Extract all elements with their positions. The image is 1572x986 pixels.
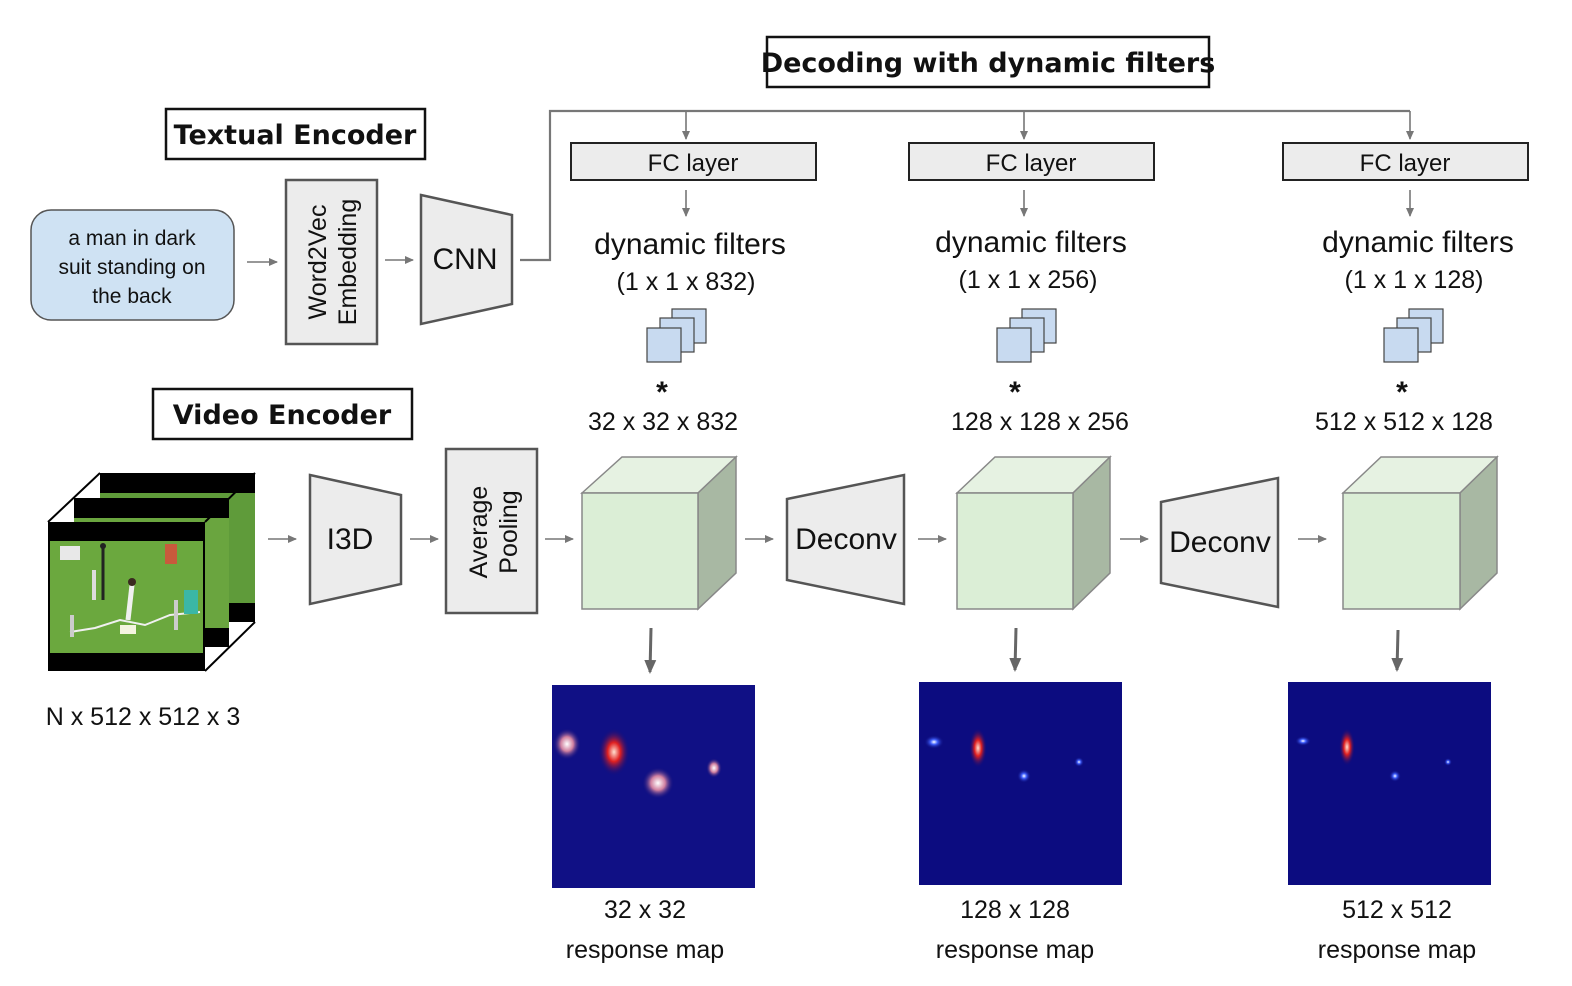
word2vec-label-2: Embedding — [334, 199, 362, 325]
text-query-line-3: the back — [92, 285, 172, 308]
textual-encoder-title-box: Textual Encoder — [164, 107, 427, 161]
dynamic-filters-label-2: dynamic filters — [935, 226, 1127, 259]
text-feature-bus — [520, 109, 1414, 262]
convolution-asterisk-3: * — [1396, 376, 1408, 409]
map-label-2: response map — [936, 936, 1094, 964]
video-encoder-title-box: Video Encoder — [151, 387, 414, 441]
deconv-block-2: Deconv — [1159, 476, 1280, 609]
feature-dims-1: 32 x 32 x 832 — [588, 408, 738, 436]
pooling-label-1: Average — [465, 486, 493, 579]
text-query-box: a man in dark suit standing on the back — [30, 209, 235, 321]
feature-cube-2 — [955, 455, 1112, 611]
deconv-label-1: Deconv — [795, 523, 897, 556]
filter-stack-icon-3 — [1383, 308, 1444, 363]
map-size-3: 512 x 512 — [1342, 896, 1452, 924]
decoder-stage-2: FC layer dynamic filters (1 x 1 x 256) *… — [908, 142, 1155, 964]
fc-layer-box-2 — [908, 142, 1155, 181]
deconv-block-1: Deconv — [785, 473, 906, 606]
feature-dims-3: 512 x 512 x 128 — [1315, 408, 1493, 436]
feature-cube-1 — [580, 455, 738, 611]
response-map-3 — [1288, 682, 1491, 885]
map-size-1: 32 x 32 — [604, 896, 686, 924]
word2vec-block: Word2Vec Embedding — [284, 178, 379, 346]
decoder-stage-1: FC layer dynamic filters (1 x 1 x 832) *… — [552, 142, 817, 964]
video-frames — [47, 472, 256, 672]
video-encoder-title: Video Encoder — [173, 400, 392, 431]
textual-encoder-title: Textual Encoder — [174, 120, 417, 151]
filters-dims-2: (1 x 1 x 256) — [959, 266, 1098, 294]
fc-layer-box-3 — [1282, 142, 1529, 181]
response-map-1 — [552, 685, 755, 888]
dynamic-filters-label-3: dynamic filters — [1322, 226, 1514, 259]
response-map-2 — [919, 682, 1122, 885]
decoder-stage-3: FC layer dynamic filters (1 x 1 x 128) *… — [1282, 142, 1529, 964]
word2vec-label-1: Word2Vec — [304, 205, 332, 320]
filter-stack-icon-2 — [996, 308, 1057, 363]
fc-layer-label-2: FC layer — [986, 150, 1077, 177]
map-size-2: 128 x 128 — [960, 896, 1070, 924]
fc-layer-box-1 — [570, 142, 817, 181]
decoding-title-box: Decoding with dynamic filters — [761, 35, 1216, 89]
filter-stack-icon-1 — [646, 308, 707, 363]
map-label-1: response map — [566, 936, 724, 964]
feature-cube-3 — [1341, 455, 1499, 611]
text-query-line-2: suit standing on — [58, 256, 205, 279]
video-dims-label: N x 512 x 512 x 3 — [46, 703, 241, 731]
dynamic-filters-label-1: dynamic filters — [594, 228, 786, 261]
cnn-block: CNN — [419, 193, 514, 326]
convolution-asterisk-2: * — [1009, 376, 1021, 409]
arrow-cube-to-map-1 — [644, 627, 657, 674]
average-pooling-block: Average Pooling — [444, 447, 539, 615]
pooling-label-2: Pooling — [495, 490, 523, 573]
decoding-title: Decoding with dynamic filters — [761, 48, 1216, 79]
fc-layer-label-3: FC layer — [1360, 150, 1451, 177]
i3d-label: I3D — [327, 523, 374, 556]
arrow-cube-to-map-3 — [1391, 629, 1404, 672]
i3d-block: I3D — [308, 473, 403, 606]
map-label-3: response map — [1318, 936, 1476, 964]
filters-dims-3: (1 x 1 x 128) — [1345, 266, 1484, 294]
cnn-label: CNN — [433, 243, 498, 276]
fc-layer-label-1: FC layer — [648, 150, 739, 177]
arrow-cube-to-map-2 — [1009, 627, 1022, 672]
convolution-asterisk-1: * — [656, 376, 668, 409]
feature-dims-2: 128 x 128 x 256 — [951, 408, 1129, 436]
text-query-line-1: a man in dark — [68, 227, 196, 250]
filters-dims-1: (1 x 1 x 832) — [617, 268, 756, 296]
deconv-label-2: Deconv — [1169, 526, 1271, 559]
